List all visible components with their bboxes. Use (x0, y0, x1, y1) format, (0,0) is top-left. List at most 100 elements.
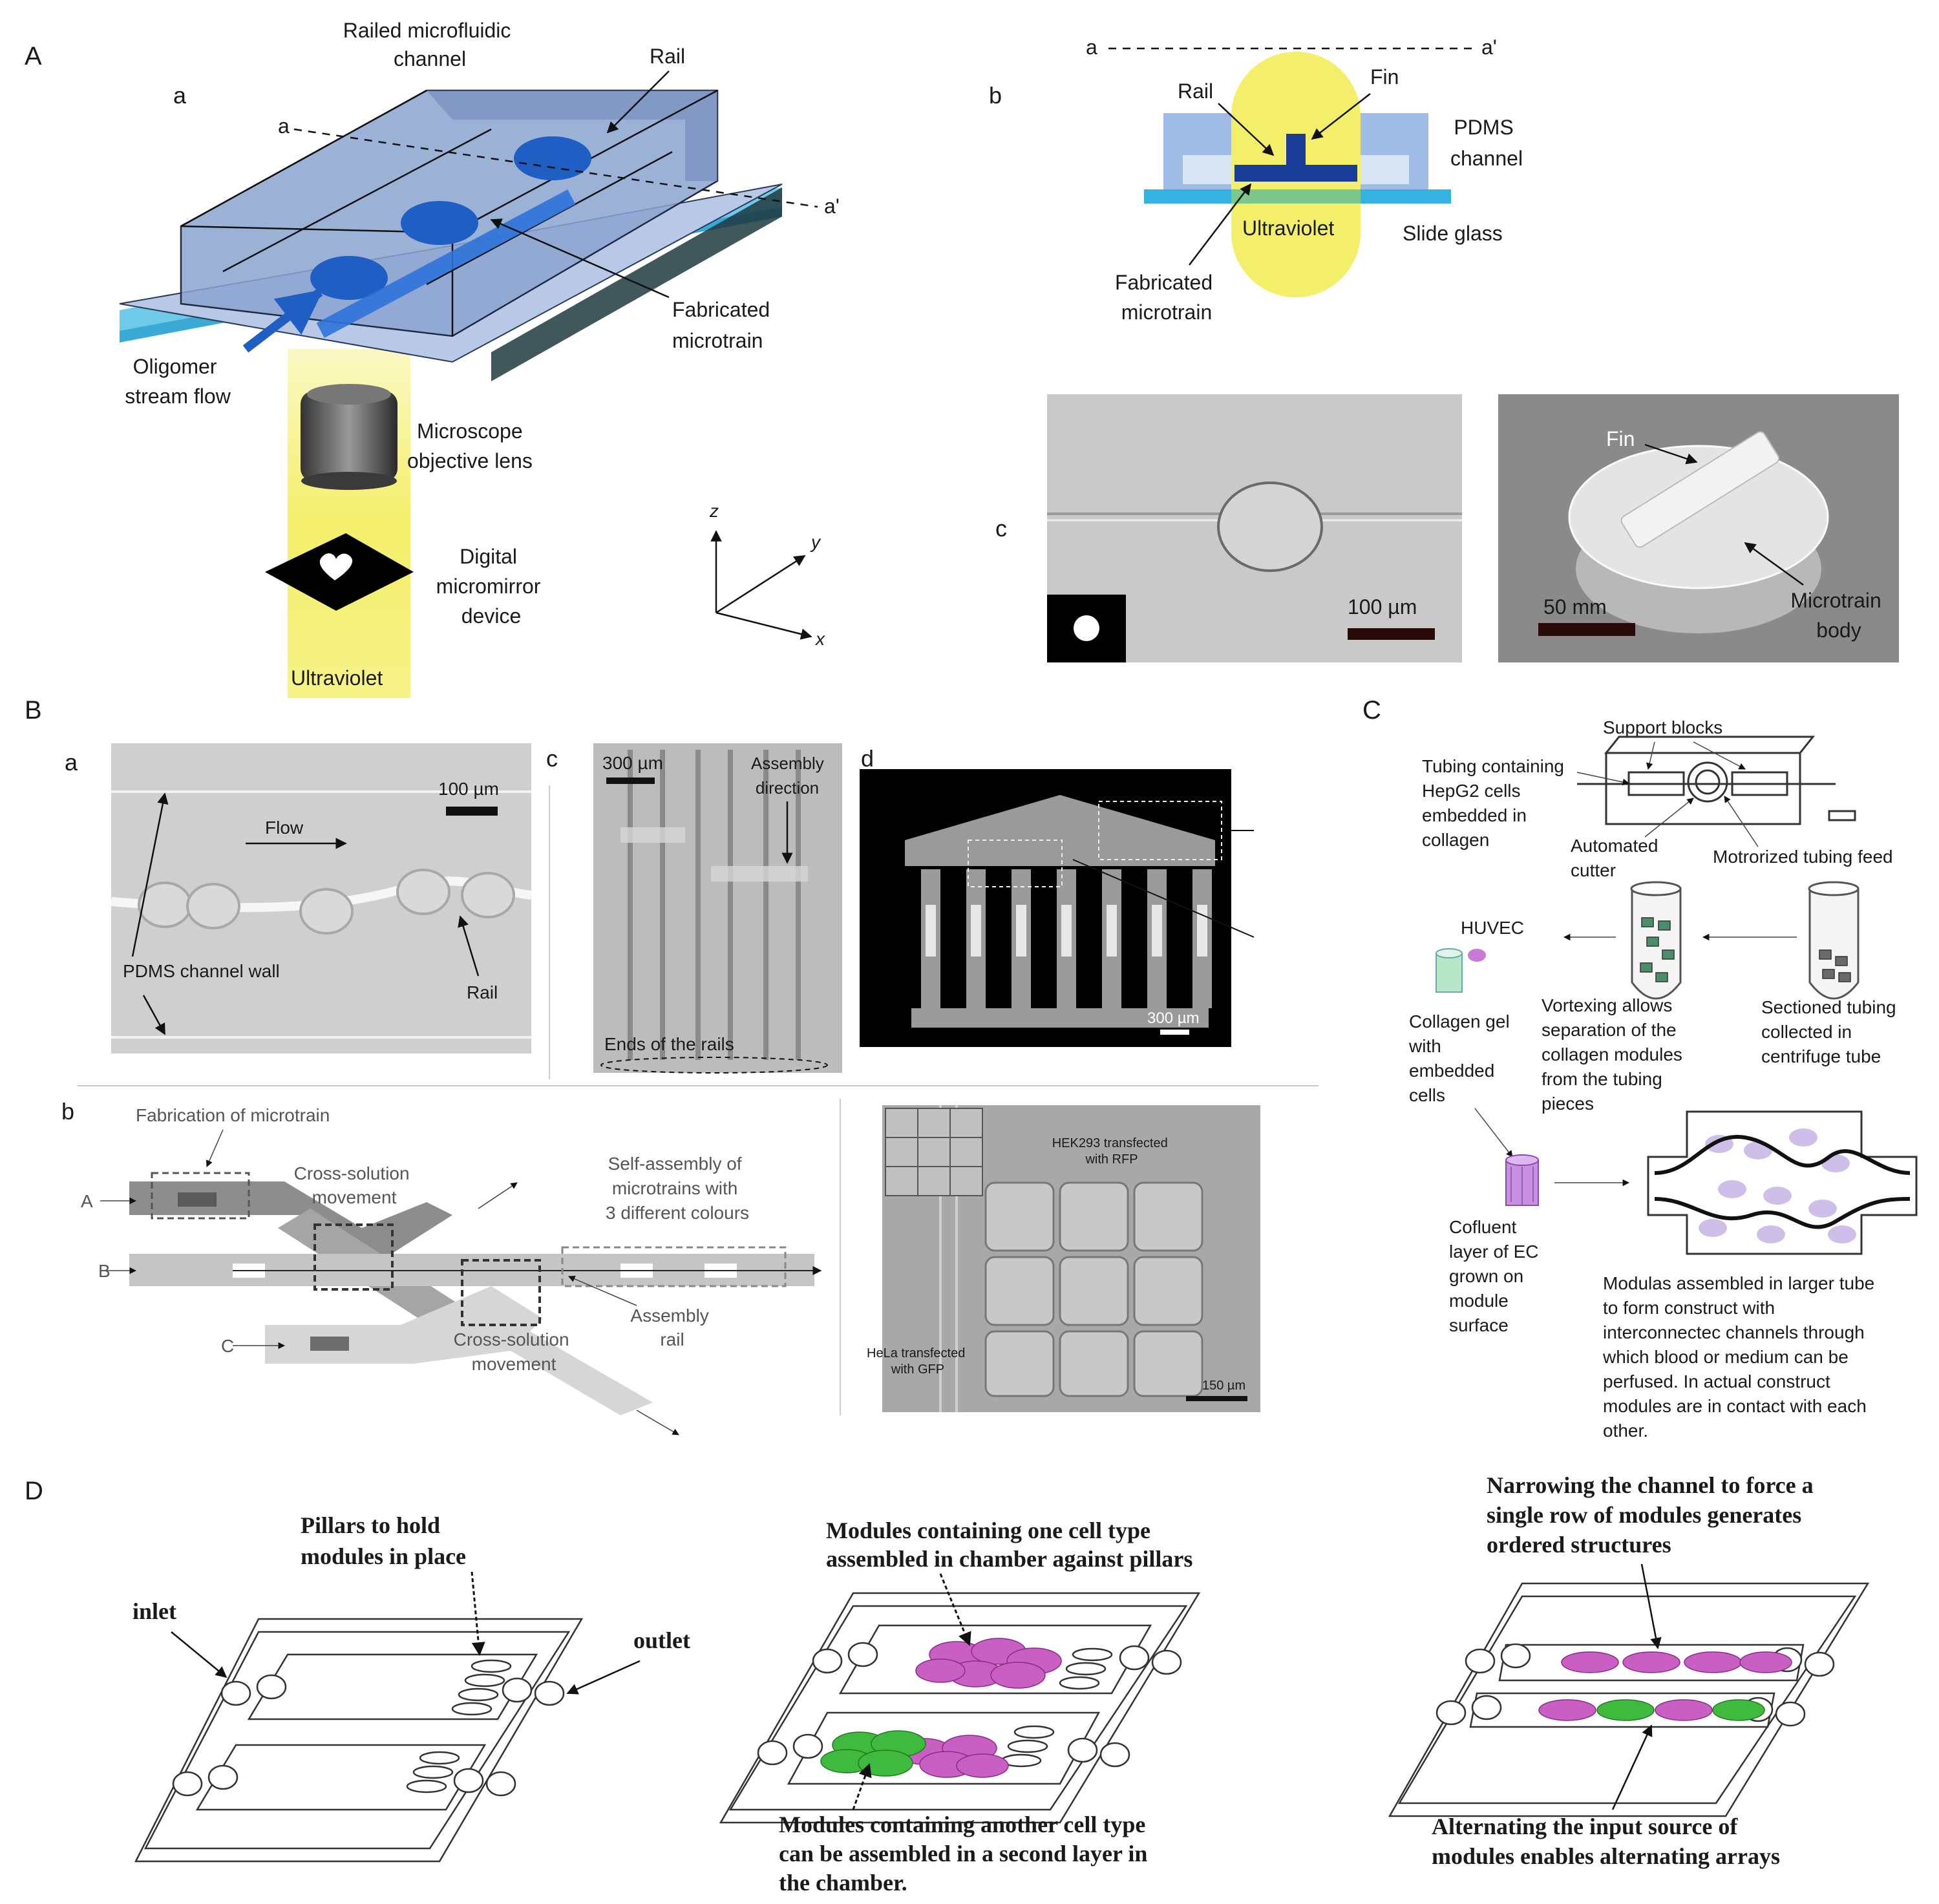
magenta-modules-d2 (896, 1638, 1062, 1778)
panel-a-channel-diagram: a a a' Railed microfluidic channel (119, 19, 840, 698)
cs-pdms-label: PDMS channel (1450, 116, 1523, 170)
outlet-label: outlet (633, 1627, 690, 1653)
cofluent-label: Cofluent layer of EC grown on module sur… (1449, 1217, 1543, 1335)
b-a-rail-label: Rail (467, 982, 498, 1002)
cutter-apparatus (1577, 735, 1856, 825)
objective-lens-label: Microscope objective lens (407, 419, 533, 472)
sectioned-tube (1808, 881, 1860, 1000)
b-c-scale-bar (606, 777, 655, 784)
sem-fin-label: Fin (1606, 427, 1635, 450)
scale-label-100um: 100 µm (1348, 595, 1417, 619)
microtrain-3 (514, 136, 591, 180)
device-2 (719, 1592, 1201, 1824)
scale-bar-50mm (1538, 623, 1635, 636)
rail-label: Rail (650, 45, 685, 68)
panel-c: Support blocks Tubing containing HepG2 c… (1408, 717, 1918, 1441)
cs-fabricated-label: Fabricated microtrain (1115, 271, 1218, 324)
b-sublabel-a: a (65, 749, 78, 776)
inlet-label: inlet (132, 1598, 176, 1624)
microtrain-top-view (1217, 481, 1323, 572)
cross-solution-1-label: Cross-solution movement (294, 1163, 415, 1207)
assembled-construct (1647, 1110, 1918, 1255)
b-a-train-2 (186, 883, 240, 929)
b-a-train-5 (461, 872, 515, 918)
oligomer-flow-arrow (242, 288, 324, 353)
b-sublabel-d: d (861, 745, 874, 772)
oligomer-flow-label: Oligomer stream flow (125, 355, 231, 408)
cs-slide-glass-label: Slide glass (1403, 222, 1503, 245)
green-modules-d2 (820, 1730, 926, 1777)
objective-lens (301, 384, 397, 490)
sublabel-a: a (173, 82, 187, 109)
b-b-schematic: A B C Fabrication of microtrain Cross-so… (81, 1105, 822, 1435)
modulas-label: Modulas assembled in larger tube to form… (1602, 1273, 1880, 1441)
cut-a-label: a (278, 114, 290, 138)
b-a-train-4 (396, 869, 450, 915)
scale-bar-100um (1348, 628, 1435, 640)
cs-fin-label: Fin (1370, 65, 1399, 89)
inset-grid (885, 1108, 983, 1196)
microtrain-2 (401, 201, 478, 245)
panel-letter-d: D (25, 1477, 43, 1505)
hek-label: HEK293 transfected with RFP (1052, 1136, 1172, 1167)
b-c-assembly-label: Assembly direction (751, 754, 829, 798)
fabrication-label: Fabrication of microtrain (136, 1105, 330, 1125)
coated-module (1505, 1154, 1539, 1206)
b-a-scale-bar (446, 807, 498, 816)
xyz-axes: z y x (709, 501, 825, 649)
cut-a-prime-label: a' (824, 195, 840, 218)
microtrain-cs (1234, 165, 1357, 182)
b-a-flow-label: Flow (265, 818, 304, 838)
b-a-scale-label: 100 µm (438, 779, 499, 799)
b-cells-scale-bar (1186, 1396, 1247, 1401)
collagen-cylinder (1436, 948, 1486, 993)
fin-cs (1286, 134, 1306, 166)
b-a-train-1 (138, 882, 192, 928)
pillars-label: Pillars to hold modules in place (301, 1512, 466, 1569)
dmd-label: Digital micromirror device (436, 545, 547, 628)
b-a-train-3 (299, 888, 354, 935)
stream-b: B (98, 1261, 111, 1281)
cross-solution-2-label: Cross-solution movement (454, 1329, 575, 1374)
alternating-row-d3 (1538, 1699, 1765, 1721)
b-d-scale-bar (1160, 1030, 1189, 1035)
collagen-gel-label: Collagen gel with embedded cells (1408, 1011, 1514, 1105)
sublabel-b: b (989, 82, 1002, 109)
cs-cut-a: a (1086, 36, 1097, 59)
axis-y-label: y (810, 532, 821, 552)
vortexing-label: Vortexing allows separation of the colla… (1542, 995, 1688, 1114)
tubing-label: Tubing containing HepG2 cells embedded i… (1422, 756, 1569, 850)
scale-label-50mm: 50 mm (1543, 595, 1607, 619)
self-assembly-label: Self-assembly of microtrains with 3 diff… (606, 1154, 749, 1223)
cutter-label: Automated cutter (1571, 836, 1663, 880)
hela-label: HeLa transfected with GFP (867, 1346, 969, 1377)
ultraviolet-label-a: Ultraviolet (291, 666, 383, 690)
heart-icon (319, 553, 353, 580)
panel-letter-c: C (1362, 696, 1381, 725)
axis-x-label: x (814, 629, 825, 649)
b-d-scale-label: 300 µm (1147, 1010, 1200, 1027)
panel-a-cross-section: b a a' Rail Fin PDMS channel Ultraviolet… (989, 36, 1523, 324)
panel-letter-a: A (25, 42, 42, 70)
alternating-label: Alternating the input source of modules … (1432, 1814, 1780, 1869)
microtrain-1 (310, 256, 388, 300)
b-sublabel-b: b (61, 1098, 74, 1125)
b-c-ends-label: Ends of the rails (604, 1034, 734, 1054)
railed-channel-label: Railed microfluidic channel (343, 19, 517, 70)
panel-a-micrographs: c 100 µm Fin Microtrain body 50 mm (995, 394, 1899, 662)
feed-label: Motrorized tubing feed (1713, 847, 1893, 867)
sublabel-c: c (995, 515, 1007, 542)
panel-letter-b: B (25, 696, 42, 725)
b-c-scale-label: 300 µm (602, 753, 663, 773)
stream-a: A (81, 1191, 93, 1211)
support-blocks-label: Support blocks (1603, 717, 1722, 737)
section-line-a (293, 128, 818, 208)
sem-body-label: Microtrain body (1790, 589, 1887, 642)
cs-cut-a-prime: a' (1481, 36, 1497, 59)
cs-rail-label: Rail (1178, 79, 1213, 103)
b-sublabel-c: c (546, 745, 558, 772)
assembly-rail-label: Assembly rail (630, 1306, 714, 1349)
narrowing-label: Narrowing the channel to force a single … (1487, 1472, 1819, 1558)
cs-ultraviolet-label: Ultraviolet (1242, 217, 1334, 240)
